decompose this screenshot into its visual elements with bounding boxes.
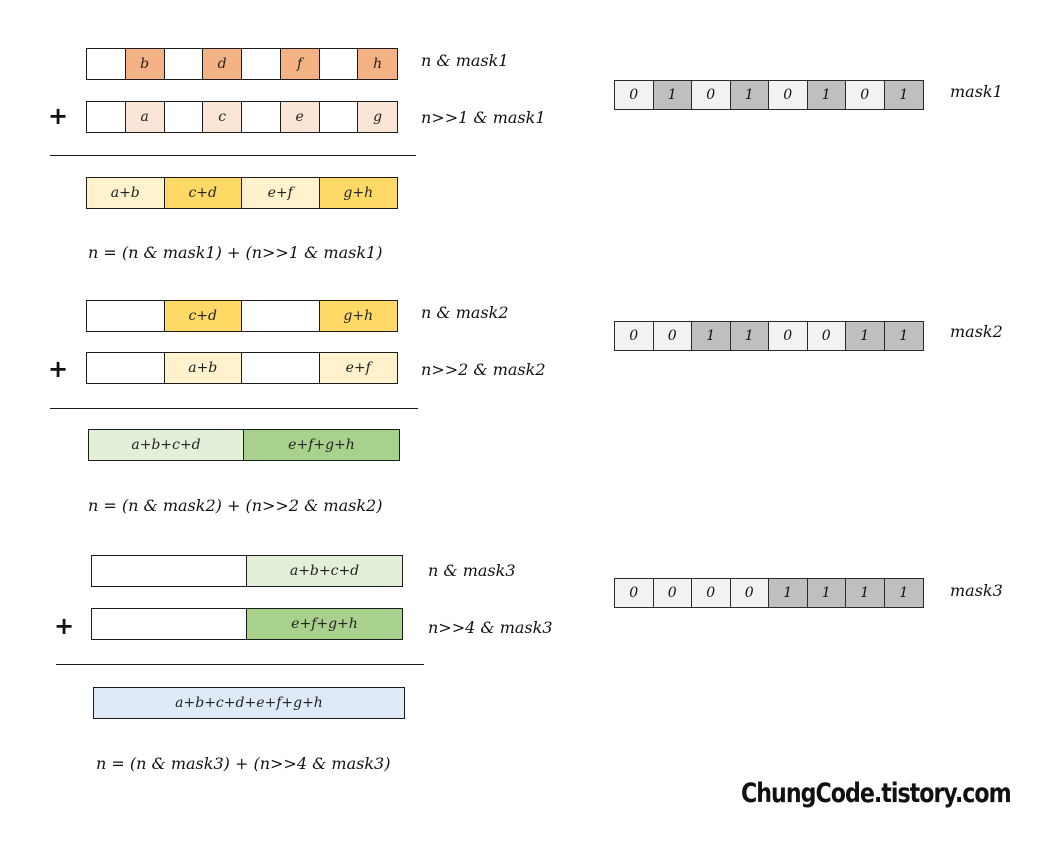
mask1-label: mask1 xyxy=(950,82,1003,101)
mask2-bits: 0 0 1 1 0 0 1 1 xyxy=(614,321,924,351)
step3-shifted-row: e+f+g+h xyxy=(91,608,403,640)
step1-bottom-label: n>>1 & mask1 xyxy=(421,108,546,127)
mask3-label: mask3 xyxy=(950,581,1003,600)
s1-bottom-cell: c xyxy=(203,102,242,132)
step1-plus-sign: + xyxy=(48,102,69,130)
mask-bit: 1 xyxy=(653,81,692,109)
s1-top-cell xyxy=(87,49,126,79)
mask-bit: 1 xyxy=(692,322,731,350)
mask-bit: 1 xyxy=(730,81,769,109)
step3-result-row: a+b+c+d+e+f+g+h xyxy=(93,687,405,719)
mask-bit: 0 xyxy=(692,579,731,607)
s1-top-cell: f xyxy=(280,49,320,79)
s2-result-cell: e+f+g+h xyxy=(244,430,399,460)
s1-bottom-cell xyxy=(320,102,359,132)
mask-bit: 1 xyxy=(846,579,885,607)
step3-top-label: n & mask3 xyxy=(428,561,516,580)
mask2-label: mask2 xyxy=(950,322,1003,341)
mask-bit: 1 xyxy=(846,322,885,350)
s1-top-cell xyxy=(242,49,281,79)
mask-bit: 0 xyxy=(615,579,654,607)
mask-bit: 0 xyxy=(653,579,692,607)
mask3-bits: 0 0 0 0 1 1 1 1 xyxy=(614,578,924,608)
s3-top-cell xyxy=(92,556,247,586)
mask-bit: 0 xyxy=(730,579,769,607)
s2-bottom-cell: e+f xyxy=(319,353,397,383)
mask-bit: 0 xyxy=(692,81,731,109)
mask-bit: 1 xyxy=(884,579,923,607)
s2-bottom-cell xyxy=(87,353,165,383)
s1-top-cell: b xyxy=(125,49,165,79)
step3-plus-sign: + xyxy=(54,612,75,640)
s1-top-cell xyxy=(165,49,204,79)
step3-formula: n = (n & mask3) + (n>>4 & mask3) xyxy=(96,754,391,773)
s1-result-cell: e+f xyxy=(242,178,320,208)
s2-top-cell: c+d xyxy=(164,301,242,331)
s1-bottom-cell: a xyxy=(125,102,165,132)
step2-formula: n = (n & mask2) + (n>>2 & mask2) xyxy=(88,496,383,515)
s2-result-cell: a+b+c+d xyxy=(89,430,244,460)
step2-result-row: a+b+c+d e+f+g+h xyxy=(88,429,400,461)
s1-result-cell: a+b xyxy=(87,178,165,208)
step2-n-and-mask2-row: c+d g+h xyxy=(86,300,398,332)
s1-bottom-cell xyxy=(242,102,281,132)
step2-shifted-row: a+b e+f xyxy=(86,352,398,384)
site-watermark: ChungCode.tistory.com xyxy=(741,778,1012,809)
mask1-bits: 0 1 0 1 0 1 0 1 xyxy=(614,80,924,110)
step1-sum-line xyxy=(50,155,416,156)
mask-bit: 0 xyxy=(769,81,808,109)
s1-result-cell: g+h xyxy=(319,178,397,208)
s2-bottom-cell xyxy=(242,353,320,383)
s1-bottom-cell: g xyxy=(358,102,397,132)
s3-top-cell: a+b+c+d xyxy=(247,556,402,586)
s3-bottom-cell: e+f+g+h xyxy=(247,609,402,639)
step2-sum-line xyxy=(50,408,418,409)
mask-bit: 1 xyxy=(884,81,923,109)
s2-top-cell xyxy=(87,301,165,331)
s2-top-cell: g+h xyxy=(319,301,397,331)
mask-bit: 0 xyxy=(807,322,846,350)
mask-bit: 0 xyxy=(846,81,885,109)
mask-bit: 0 xyxy=(615,322,654,350)
s1-result-cell: c+d xyxy=(164,178,242,208)
s1-top-cell: d xyxy=(203,49,242,79)
step3-n-and-mask3-row: a+b+c+d xyxy=(91,555,403,587)
step1-top-label: n & mask1 xyxy=(421,51,509,70)
step2-plus-sign: + xyxy=(48,355,69,383)
step2-top-label: n & mask2 xyxy=(421,303,509,322)
s1-top-cell: h xyxy=(358,49,397,79)
mask-bit: 0 xyxy=(653,322,692,350)
s2-top-cell xyxy=(242,301,320,331)
mask-bit: 1 xyxy=(807,81,846,109)
s3-bottom-cell xyxy=(92,609,247,639)
step3-sum-line xyxy=(56,664,424,665)
s1-bottom-cell xyxy=(87,102,126,132)
s1-bottom-cell: e xyxy=(280,102,320,132)
mask-bit: 1 xyxy=(730,322,769,350)
mask-bit: 1 xyxy=(884,322,923,350)
step1-formula: n = (n & mask1) + (n>>1 & mask1) xyxy=(88,243,383,262)
s1-bottom-cell xyxy=(165,102,204,132)
s2-bottom-cell: a+b xyxy=(164,353,242,383)
step1-result-row: a+b c+d e+f g+h xyxy=(86,177,398,209)
step1-n-and-mask1-row: b d f h xyxy=(86,48,398,80)
s1-top-cell xyxy=(320,49,359,79)
step3-bottom-label: n>>4 & mask3 xyxy=(428,618,553,637)
mask-bit: 1 xyxy=(769,579,808,607)
step1-shifted-row: a c e g xyxy=(86,101,398,133)
mask-bit: 0 xyxy=(615,81,654,109)
step2-bottom-label: n>>2 & mask2 xyxy=(421,360,546,379)
s3-result-cell: a+b+c+d+e+f+g+h xyxy=(94,688,404,718)
mask-bit: 0 xyxy=(769,322,808,350)
mask-bit: 1 xyxy=(807,579,846,607)
